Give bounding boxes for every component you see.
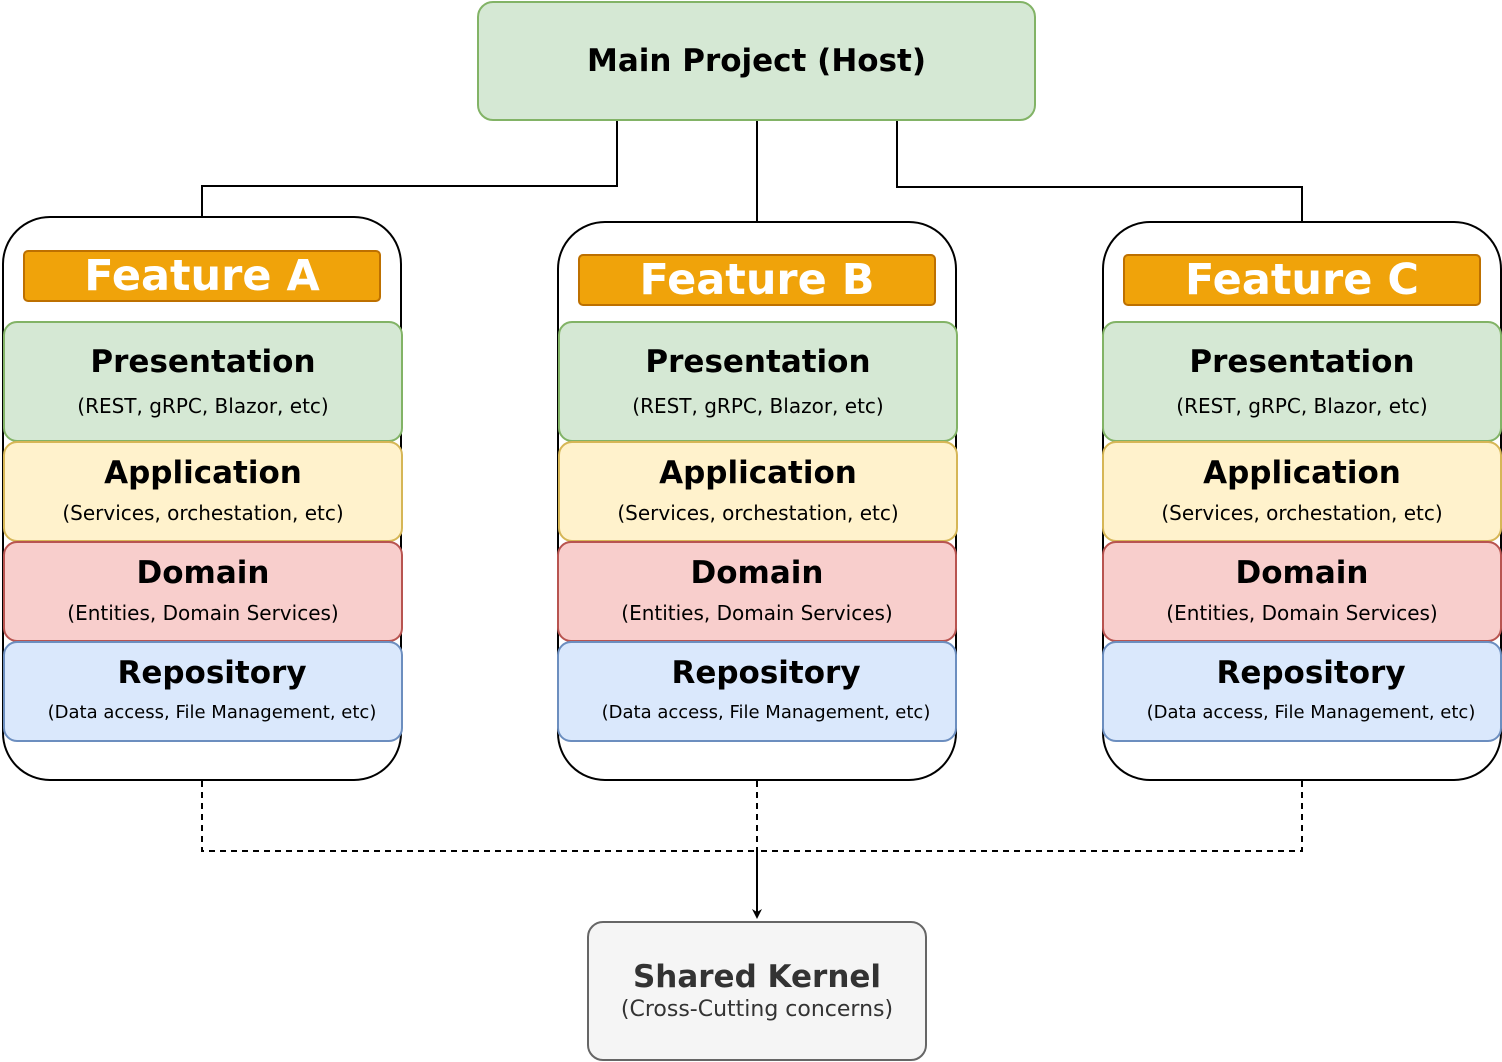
layer-subtitle: (Data access, File Management, etc) (601, 702, 931, 723)
feature-b-application-layer: Application (Services, orchestation, etc… (558, 441, 958, 542)
main-project-host-node: Main Project (Host) (477, 1, 1036, 121)
layer-subtitle: (Services, orchestation, etc) (1161, 501, 1443, 525)
feature-b-presentation-layer: Presentation (REST, gRPC, Blazor, etc) (558, 321, 958, 442)
layer-subtitle: (REST, gRPC, Blazor, etc) (632, 394, 884, 418)
feature-a-application-layer: Application (Services, orchestation, etc… (3, 441, 403, 542)
feature-b-domain-layer: Domain (Entities, Domain Services) (557, 541, 957, 642)
layer-title: Presentation (1189, 344, 1415, 380)
layer-title: Repository (1216, 655, 1406, 691)
layer-title: Domain (690, 555, 824, 591)
feature-c-domain-layer: Domain (Entities, Domain Services) (1102, 541, 1502, 642)
layer-title: Domain (1235, 555, 1369, 591)
feature-a-repository-layer: Repository (Data access, File Management… (3, 641, 403, 742)
layer-title: Presentation (90, 344, 316, 380)
feature-b-repository-layer: Repository (Data access, File Management… (557, 641, 957, 742)
kernel-title: Shared Kernel (632, 958, 882, 995)
layer-subtitle: (Services, orchestation, etc) (617, 501, 899, 525)
feature-a-title: Feature A (84, 250, 320, 301)
layer-subtitle: (Data access, File Management, etc) (1146, 702, 1476, 723)
layer-title: Application (1203, 455, 1401, 491)
kernel-subtitle: (Cross-Cutting concerns) (620, 996, 894, 1022)
feature-c-title: Feature C (1185, 254, 1419, 305)
layer-subtitle: (REST, gRPC, Blazor, etc) (77, 394, 329, 418)
layer-subtitle: (Entities, Domain Services) (67, 601, 339, 625)
feature-c-repository-layer: Repository (Data access, File Management… (1102, 641, 1502, 742)
layer-subtitle: (Services, orchestation, etc) (62, 501, 344, 525)
layer-subtitle: (Entities, Domain Services) (621, 601, 893, 625)
shared-kernel-node: Shared Kernel (Cross-Cutting concerns) (587, 921, 927, 1061)
host-title: Main Project (Host) (586, 43, 927, 79)
layer-title: Application (659, 455, 857, 491)
feature-c-to-kernel-connector (757, 781, 1303, 852)
layer-title: Repository (117, 655, 307, 691)
feature-c-header: Feature C (1123, 254, 1481, 306)
layer-title: Domain (136, 555, 270, 591)
feature-a-to-kernel-connector (201, 781, 762, 919)
feature-b-header: Feature B (578, 254, 936, 306)
feature-a-domain-layer: Domain (Entities, Domain Services) (3, 541, 403, 642)
layer-subtitle: (Data access, File Management, etc) (47, 702, 377, 723)
feature-c-presentation-layer: Presentation (REST, gRPC, Blazor, etc) (1102, 321, 1502, 442)
feature-b-title: Feature B (639, 254, 875, 305)
layer-subtitle: (Entities, Domain Services) (1166, 601, 1438, 625)
layer-title: Repository (671, 655, 861, 691)
feature-a-header: Feature A (23, 250, 381, 302)
feature-a-presentation-layer: Presentation (REST, gRPC, Blazor, etc) (3, 321, 403, 442)
layer-title: Application (104, 455, 302, 491)
layer-title: Presentation (645, 344, 871, 380)
feature-c-application-layer: Application (Services, orchestation, etc… (1102, 441, 1502, 542)
layer-subtitle: (REST, gRPC, Blazor, etc) (1176, 394, 1428, 418)
